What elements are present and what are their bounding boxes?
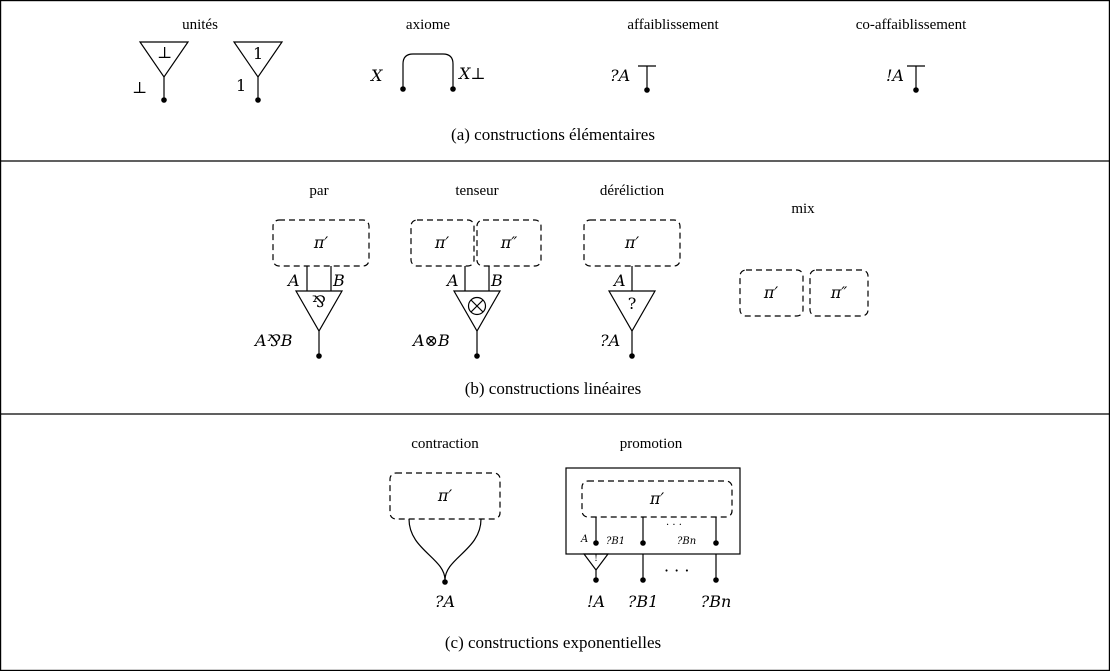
unit-one-link [232,41,284,100]
promotion-output-A: !A [587,592,605,611]
header-mix: mix [791,201,815,217]
promotion-proof: π′ [649,489,665,508]
promotion-outer-dots: · · · [664,561,690,580]
par-node: ⅋ [311,292,327,311]
tensor-B: B [491,271,503,290]
promotion-node: ! [593,553,599,564]
promotion-inner-Bn: ?Bn [677,536,697,547]
one-node-symbol: 1 [253,44,264,63]
caption-b: (b) constructions linéaires [464,379,642,398]
promotion-output-Bn: ?Bn [700,592,732,611]
header-promotion: promotion [619,436,683,452]
promotion-inner-dots: · · · [666,520,682,531]
tensor-rule [410,219,542,356]
tensor-A: A [447,271,459,290]
tensor-proof-right: π″ [500,233,518,252]
promotion-rule [565,467,741,580]
caption-c: (c) constructions exponentielles [444,633,662,652]
axiom-left-formula: X [371,66,383,85]
contraction-proof: π′ [437,486,453,505]
bot-node-symbol: ⊥ [157,43,173,62]
header-par: par [309,183,329,199]
par-rule [272,219,370,356]
contraction-output: ?A [434,592,456,611]
dereliction-node: ? [627,294,637,313]
bot-wire-formula: ⊥ [132,78,148,97]
header-dereliction: déréliction [599,183,665,199]
header-axiom: axiome [405,17,451,33]
endpoint-dots [161,86,919,585]
dereliction-output: ?A [600,331,621,350]
header-contraction: contraction [411,436,479,452]
one-wire-formula: 1 [236,76,247,95]
header-units: unités [182,17,218,33]
dereliction-proof: π′ [624,233,640,252]
coweakening-formula: !A [886,66,904,85]
header-coweakening: co-affaiblissement [855,17,967,33]
par-A: A [288,271,300,290]
unit-bot-link [138,41,190,100]
axiom-right-formula: X⊥ [459,64,486,83]
mix-rule [739,269,869,317]
promotion-inner-B1: ?B1 [606,536,626,547]
promotion-inner-A: A [581,534,589,545]
dereliction-rule [583,219,681,356]
par-proof: π′ [313,233,329,252]
tensor-output: A⊗B [413,331,450,350]
header-weakening: affaiblissement [627,17,719,33]
par-B: B [333,271,345,290]
mix-proof-left: π′ [763,283,779,302]
weakening-formula: ?A [610,66,631,85]
caption-a: (a) constructions élémentaires [451,125,655,144]
par-output: A⅋B [255,331,293,350]
tensor-proof-left: π′ [434,233,450,252]
axiom-link [402,53,454,89]
header-tensor: tenseur [455,183,499,199]
mix-proof-right: π″ [830,283,848,302]
weakening-link [638,65,656,90]
promotion-output-B1: ?B1 [627,592,659,611]
coweakening-link [907,65,925,90]
dereliction-A: A [614,271,626,290]
